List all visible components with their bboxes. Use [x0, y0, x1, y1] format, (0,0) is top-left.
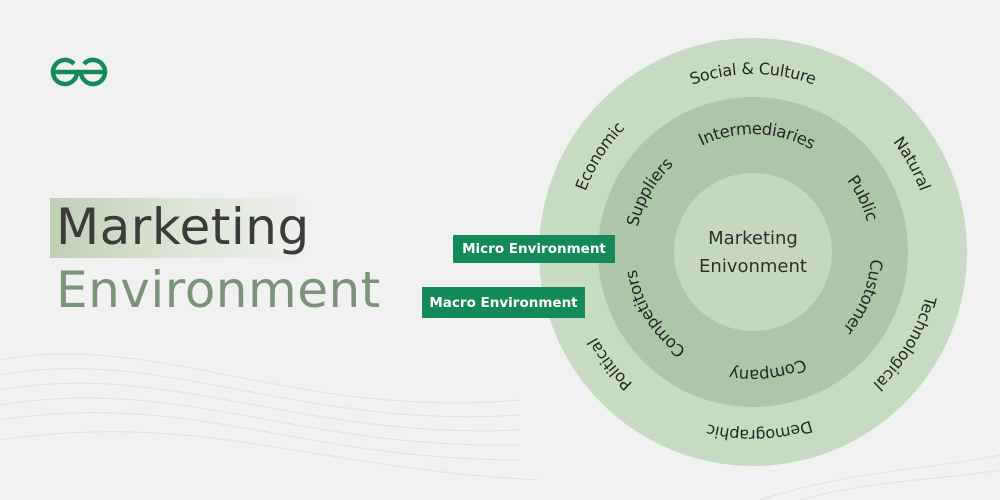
gfg-logo[interactable] [48, 56, 110, 92]
micro-environment-badge: Micro Environment [453, 235, 615, 263]
page-title: Marketing Environment [50, 198, 381, 320]
title-line-2: Environment [56, 261, 381, 319]
macro-environment-badge: Macro Environment [422, 287, 585, 318]
center-circle [674, 173, 832, 331]
center-label-line-2: Enivonment [699, 256, 807, 277]
center-label-line-1: Marketing [708, 228, 798, 249]
title-line-1: Marketing [50, 198, 316, 258]
